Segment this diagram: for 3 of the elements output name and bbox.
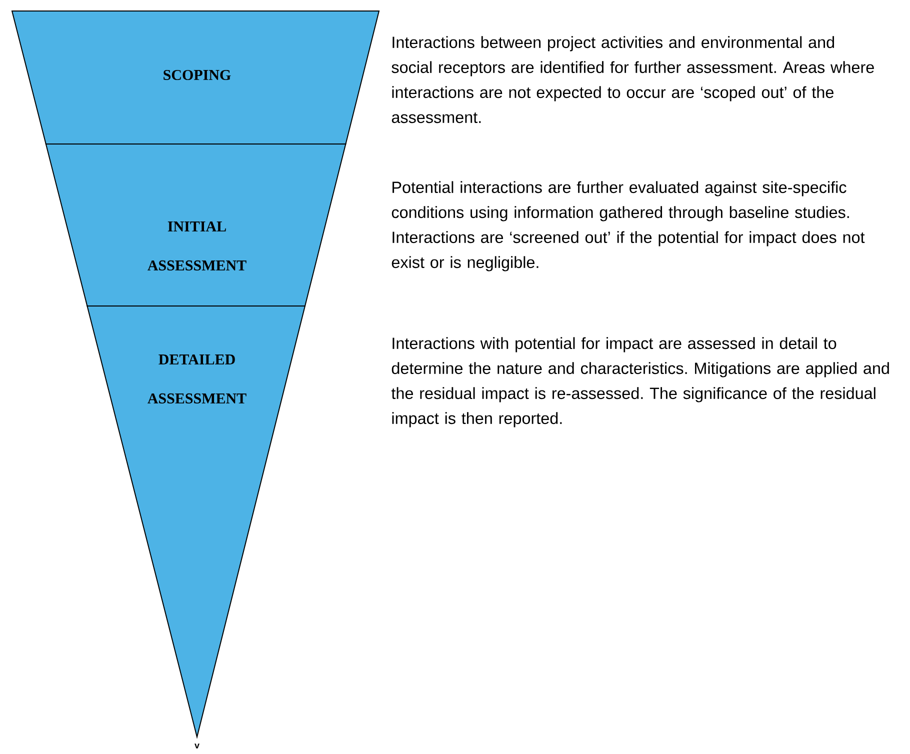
funnel-band: INITIAL ASSESSMENT — [45, 143, 346, 306]
description-text: Interactions with potential for impact are assessed in detail to determine the nature and characteristics. Mitigations are applied and the residual impact is re-assessed. The significance of the residual impact is then reported. — [391, 337, 889, 428]
description-text: Potential interactions are further evaluated against site-specific conditions using information gathered through baseline studies. Interactions are ‘screened out’ if the potential for impact does not exist or is negligible. — [392, 181, 865, 272]
